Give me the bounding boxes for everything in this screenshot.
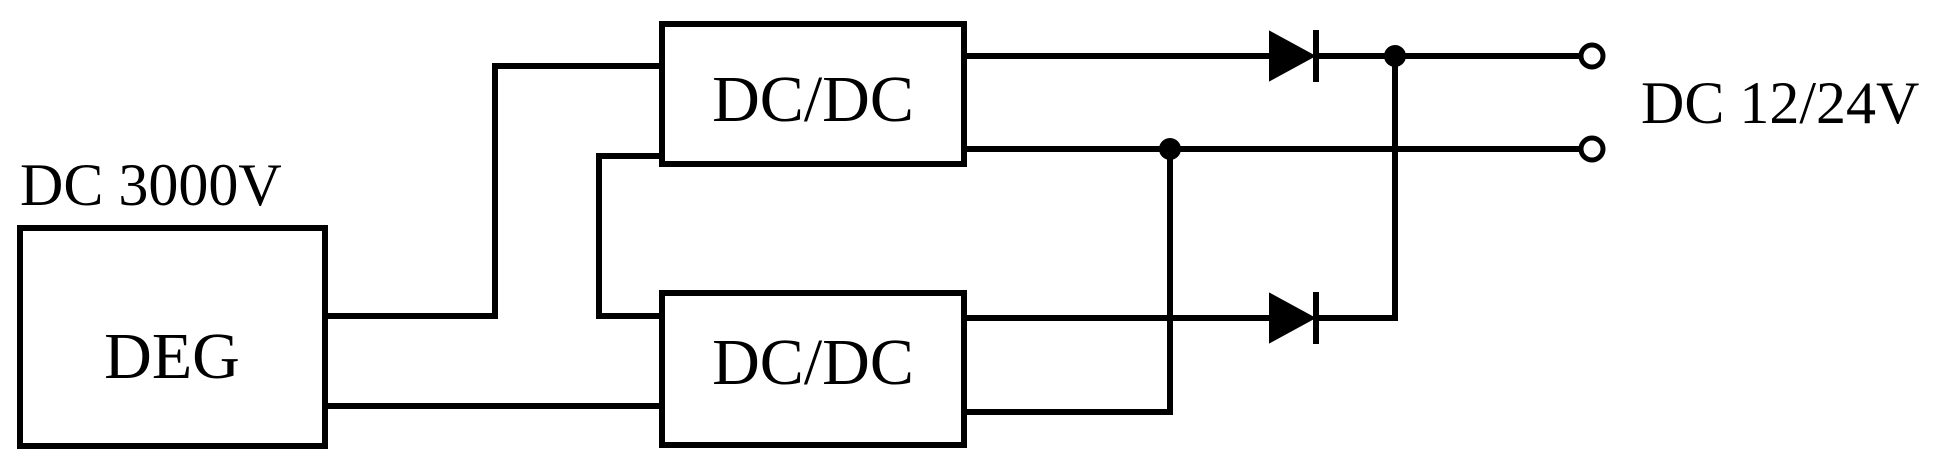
deg-box bbox=[17, 225, 328, 449]
dcdc-converter-bottom: DC/DC bbox=[659, 290, 967, 448]
terminal-icon bbox=[1578, 42, 1606, 70]
dcdc-bottom-box bbox=[659, 290, 967, 448]
junction-dot-positive bbox=[1384, 45, 1406, 67]
source-voltage-label: DC 3000V bbox=[20, 152, 282, 218]
output-voltage-label: DC 12/24V bbox=[1641, 70, 1919, 136]
dcdc-bottom-label: DC/DC bbox=[712, 326, 914, 399]
wire-deg-to-top-converter bbox=[322, 63, 665, 319]
wire-bottom-diode-to-rail bbox=[1317, 53, 1398, 321]
deg-label: DEG bbox=[104, 320, 240, 393]
dcdc-top-box bbox=[659, 21, 967, 167]
wire-converter-input-link bbox=[596, 153, 665, 319]
junction-dot-negative bbox=[1159, 138, 1181, 160]
diode-top-triangle bbox=[1269, 30, 1317, 82]
deg-block: DEG bbox=[17, 225, 328, 449]
dcdc-top-label: DC/DC bbox=[712, 63, 914, 136]
wire-bottom-negative-to-rail bbox=[961, 146, 1173, 415]
terminal-icon bbox=[1578, 135, 1606, 163]
diode-icon bbox=[1269, 292, 1319, 344]
diode-icon bbox=[1269, 30, 1319, 82]
diode-bottom-triangle bbox=[1269, 292, 1317, 344]
dcdc-converter-top: DC/DC bbox=[659, 21, 967, 167]
